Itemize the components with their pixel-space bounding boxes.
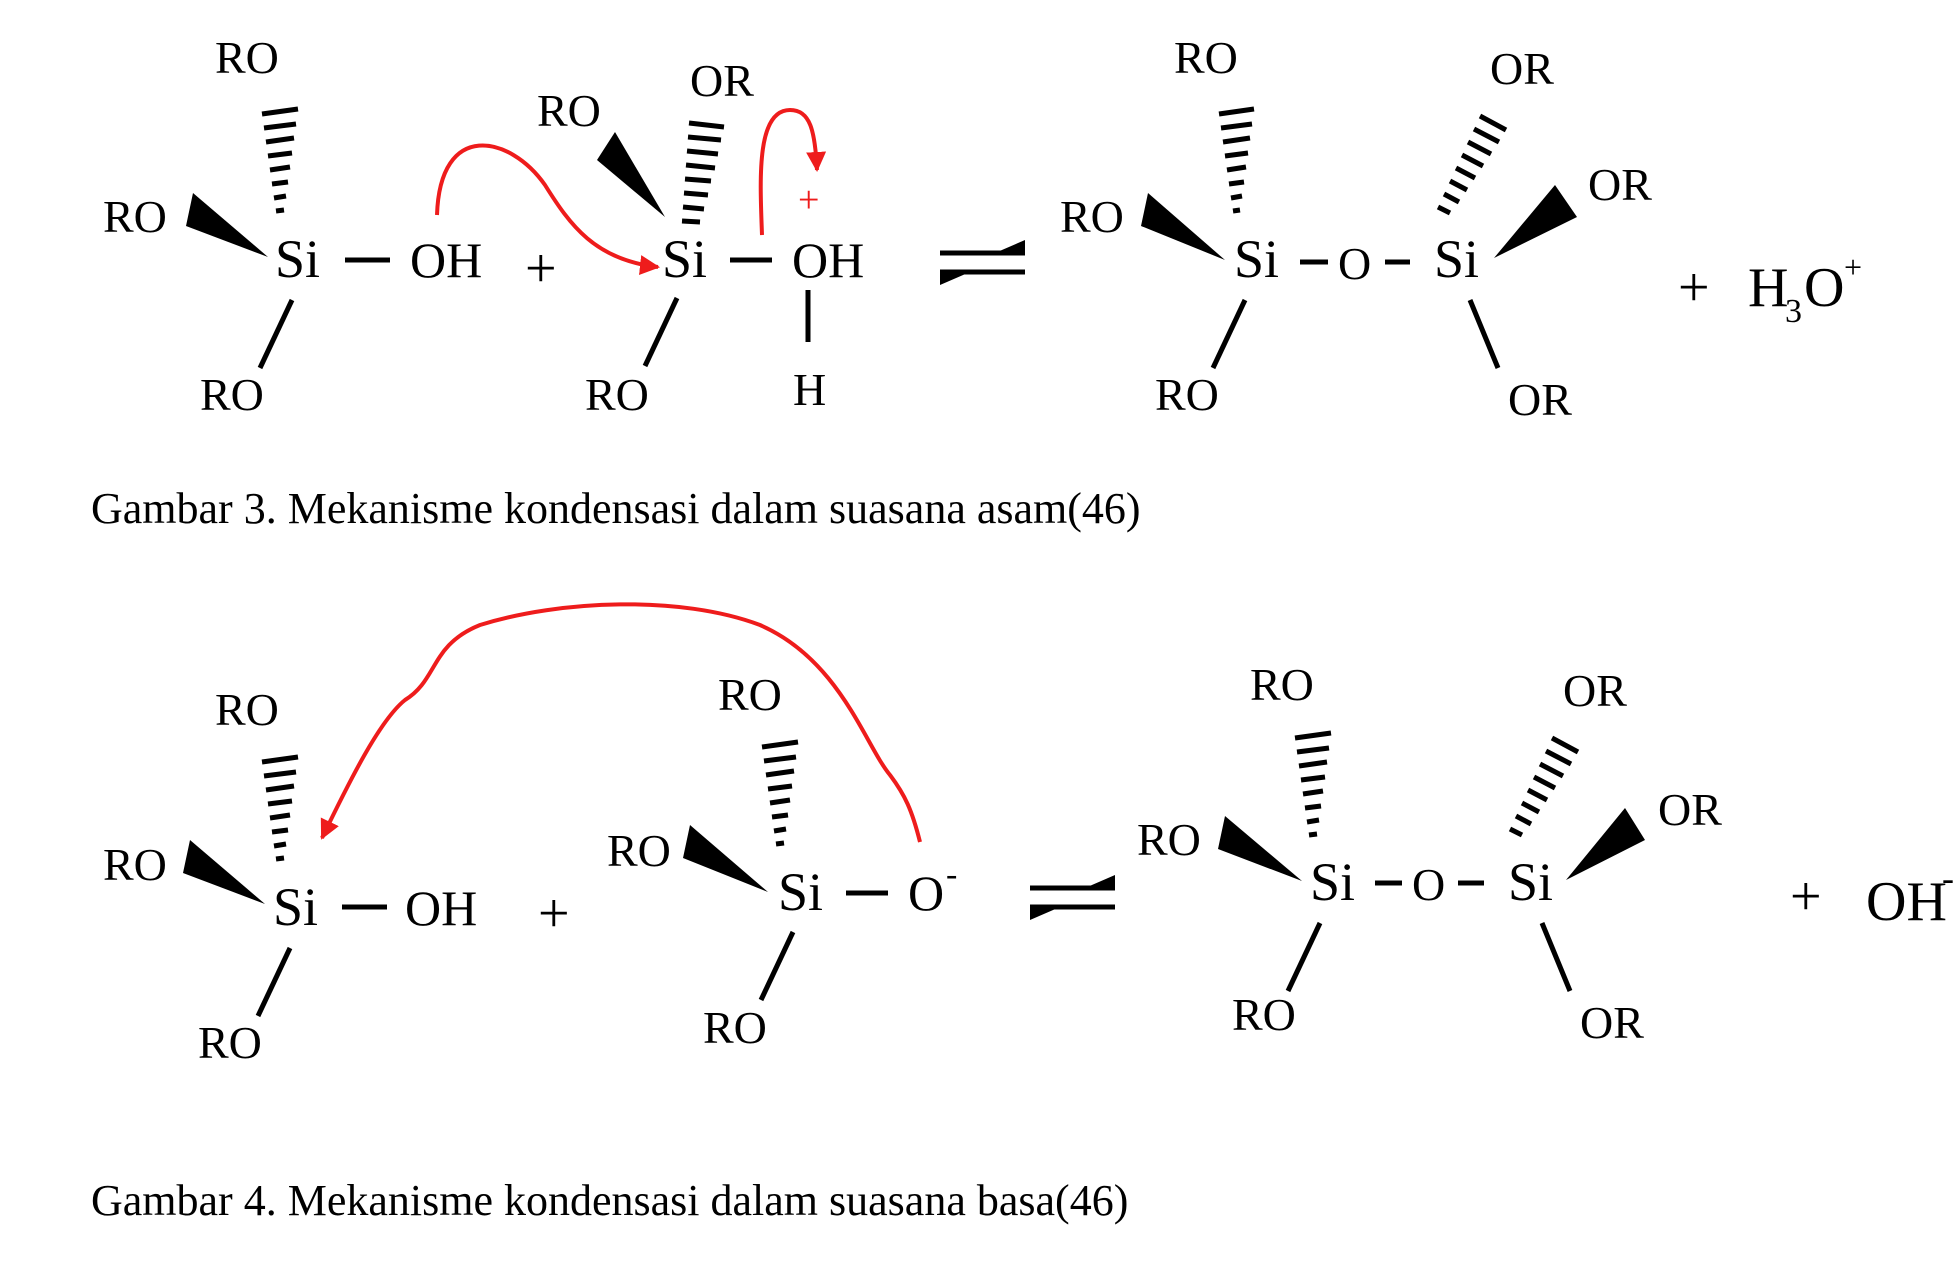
- negative-charge: -: [946, 856, 957, 893]
- acid-silanol: RO RO Si OH RO: [103, 32, 482, 420]
- ro-label: RO: [1174, 32, 1238, 83]
- hashed-bond: [1436, 113, 1508, 216]
- ro-label: RO: [200, 369, 264, 420]
- ro-label: RO: [215, 32, 279, 83]
- curved-arrow: [435, 143, 660, 275]
- curved-arrow: [320, 602, 922, 843]
- ro-label: RO: [1137, 814, 1201, 865]
- hydroxide-charge: -: [1942, 858, 1954, 898]
- plus-sign: +: [1678, 257, 1710, 319]
- or-label: OR: [1508, 374, 1572, 425]
- single-bond: [758, 930, 796, 1002]
- hashed-bond: [1508, 735, 1580, 838]
- wedge-bond: [597, 132, 665, 217]
- wedge-bond: [1141, 193, 1225, 260]
- oh-group: OH: [792, 232, 864, 288]
- or-label: OR: [1588, 159, 1652, 210]
- plus-sign: +: [538, 883, 570, 945]
- equilibrium-arrow: [1030, 875, 1115, 920]
- hashed-bond: [681, 120, 725, 225]
- bridging-oxygen: O: [1412, 859, 1445, 910]
- or-label: OR: [1658, 784, 1722, 835]
- hydroxide-ion: OH -: [1866, 858, 1954, 933]
- or-label: OR: [1563, 665, 1627, 716]
- hashed-bond: [261, 754, 299, 862]
- acid-mechanism: RO RO Si OH RO + OR: [103, 32, 1862, 425]
- ro-label: RO: [718, 669, 782, 720]
- si-atom: Si: [1310, 852, 1355, 912]
- si-atom: Si: [1234, 229, 1279, 289]
- or-label: OR: [690, 55, 754, 106]
- ro-label: RO: [198, 1017, 262, 1068]
- plus-sign: +: [1790, 866, 1822, 928]
- ro-label: RO: [1232, 989, 1296, 1040]
- wedge-bond: [1218, 816, 1302, 881]
- wedge-bond: [1494, 185, 1577, 258]
- single-bond: [1467, 299, 1501, 369]
- h-atom: H: [793, 364, 826, 415]
- hashed-bond: [761, 739, 799, 847]
- hydronium-ion: H 3 O +: [1748, 249, 1862, 330]
- curved-arrow: [758, 107, 827, 236]
- plus-sign: +: [525, 238, 557, 300]
- hydronium-charge: +: [1844, 249, 1862, 285]
- single-bond: [1210, 298, 1248, 370]
- or-label: OR: [1490, 43, 1554, 94]
- ro-label: RO: [1060, 191, 1124, 242]
- hydroxide-oh: OH: [1866, 871, 1947, 933]
- bridging-oxygen: O: [1338, 238, 1371, 289]
- ro-label: RO: [1155, 369, 1219, 420]
- or-label: OR: [1580, 997, 1644, 1048]
- ro-label: RO: [585, 369, 649, 420]
- single-bond: [255, 946, 293, 1018]
- wedge-bond: [1566, 808, 1645, 880]
- hashed-bond: [1218, 106, 1255, 214]
- base-silanol: RO RO Si OH RO: [103, 684, 477, 1068]
- acid-siloxane-product: RO RO Si O Si RO OR: [1060, 32, 1652, 425]
- equilibrium-arrow: [940, 240, 1025, 285]
- base-silanolate: RO RO Si O - RO: [607, 669, 957, 1053]
- figure-caption-acid: Gambar 3. Mekanisme kondensasi dalam sua…: [91, 484, 1141, 533]
- hydronium-o: O: [1804, 257, 1844, 319]
- base-mechanism: RO RO Si OH RO + RO: [103, 602, 1954, 1068]
- ro-label: RO: [537, 85, 601, 136]
- hashed-bond: [261, 106, 299, 214]
- single-bond: [642, 296, 680, 368]
- si-atom: Si: [662, 229, 707, 289]
- oxide-anion: O: [908, 865, 944, 921]
- wedge-bond: [183, 840, 265, 904]
- si-atom: Si: [778, 862, 823, 922]
- figure-caption-base: Gambar 4. Mekanisme kondensasi dalam sua…: [91, 1176, 1129, 1225]
- acid-protonated-silanol: OR RO Si OH H RO +: [537, 55, 864, 420]
- hashed-bond: [1294, 730, 1332, 838]
- wedge-bond: [186, 193, 268, 257]
- si-atom: Si: [1508, 852, 1553, 912]
- ro-label: RO: [607, 825, 671, 876]
- si-atom: Si: [1434, 229, 1479, 289]
- oh-group: OH: [410, 232, 482, 288]
- single-bond: [1539, 922, 1573, 992]
- ro-label: RO: [1250, 659, 1314, 710]
- ro-label: RO: [103, 839, 167, 890]
- single-bond: [257, 298, 295, 370]
- hydronium-h: H: [1748, 257, 1788, 319]
- oh-group: OH: [405, 880, 477, 936]
- ro-label: RO: [215, 684, 279, 735]
- single-bond: [1285, 921, 1323, 993]
- si-atom: Si: [275, 229, 320, 289]
- positive-charge: +: [798, 179, 819, 221]
- base-siloxane-product: RO RO Si O Si RO OR: [1137, 659, 1722, 1048]
- ro-label: RO: [103, 191, 167, 242]
- si-atom: Si: [273, 877, 318, 937]
- ro-label: RO: [703, 1002, 767, 1053]
- hydronium-subscript: 3: [1785, 293, 1802, 330]
- wedge-bond: [683, 825, 768, 892]
